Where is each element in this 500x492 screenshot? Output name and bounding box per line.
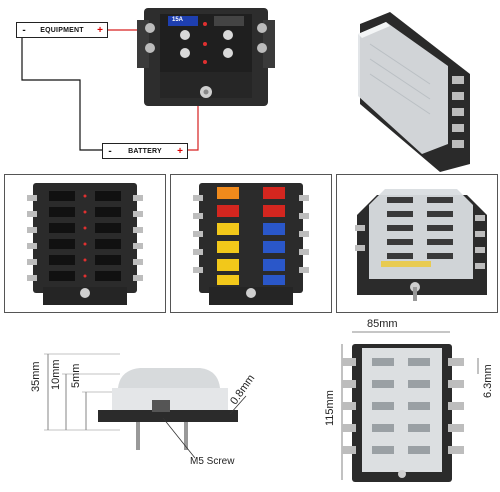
fuse-rating-label: 15A <box>172 17 184 23</box>
dim-height-5: 5mm <box>70 363 82 388</box>
screw-label: M5 Screw <box>190 456 235 467</box>
fuse-block-with-fuses-image <box>193 183 309 305</box>
dim-hole: 6.3mm <box>482 364 494 398</box>
wiring-diagram <box>21 8 275 151</box>
equipment-minus: - <box>22 24 26 36</box>
panel-covered-block <box>336 174 498 313</box>
equipment-label: EQUIPMENT <box>40 26 84 34</box>
fuse-block-covered-image <box>355 189 487 301</box>
side-profile-drawing <box>44 353 247 459</box>
fuse-block-open-image <box>27 183 143 305</box>
battery-label: BATTERY <box>128 147 162 155</box>
dim-height-35: 35mm <box>30 361 42 392</box>
top-view-drawing <box>341 331 479 482</box>
dim-height-10: 10mm <box>50 359 62 390</box>
panel-fused-block <box>170 174 332 313</box>
battery-box: - BATTERY + <box>102 143 188 159</box>
dim-length: 115mm <box>324 390 336 426</box>
equipment-box: - EQUIPMENT + <box>16 22 108 38</box>
equipment-plus: + <box>97 24 103 36</box>
fuse-block-covered-angled <box>358 12 470 172</box>
battery-plus: + <box>177 145 183 157</box>
fuse-block-top-view <box>137 8 275 106</box>
battery-minus: - <box>108 145 112 157</box>
equipment-negative-wire <box>21 32 108 151</box>
panel-open-block <box>4 174 166 313</box>
dim-width: 85mm <box>367 318 398 330</box>
